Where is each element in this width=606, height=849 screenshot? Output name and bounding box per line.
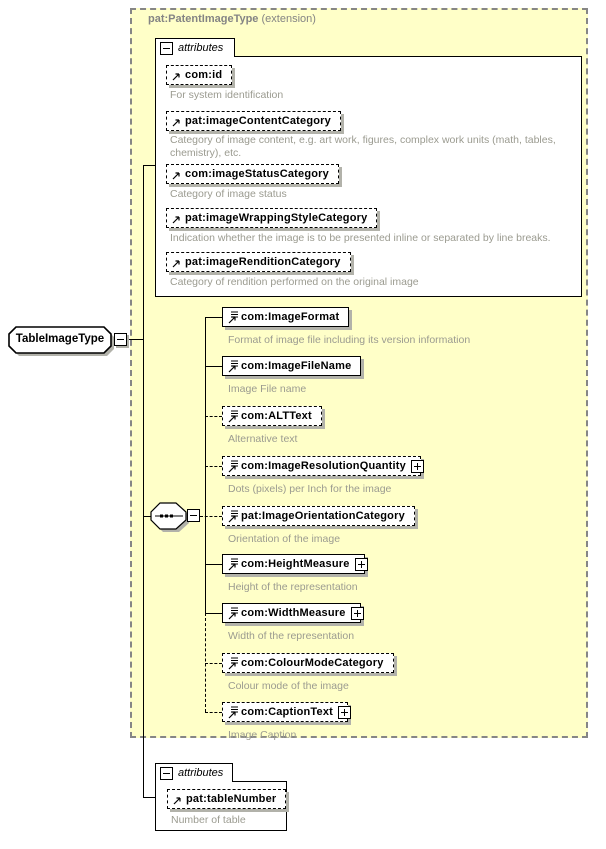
connector-line (205, 317, 222, 318)
attributes-group-tab-top: attributes (155, 38, 235, 57)
connector-line (205, 712, 222, 713)
ne-arrow-icon (172, 216, 180, 224)
collapse-minus-icon[interactable] (160, 766, 173, 780)
element-caption: Image Caption (228, 729, 297, 741)
element-node-caption-text[interactable]: com:CaptionText (222, 702, 352, 722)
connector-line (205, 466, 222, 467)
ne-arrow-icon (172, 73, 180, 81)
element-caption: Colour mode of the image (228, 680, 349, 692)
attribute-caption: Number of table (171, 814, 246, 826)
ne-arrow-icon (173, 797, 181, 805)
attribute-name: pat:imageContentCategory (185, 115, 331, 127)
connector-line (143, 165, 155, 166)
lines-arrow-icon (228, 657, 239, 670)
attribute-name: com:imageStatusCategory (185, 168, 329, 180)
element-caption: Orientation of the image (228, 533, 341, 545)
element-caption: Image File name (228, 383, 307, 395)
ne-arrow-icon (172, 119, 180, 127)
element-name: com:ImageFormat (241, 311, 340, 323)
connector-line (127, 339, 143, 340)
element-node-image-file-name[interactable]: com:ImageFileName (222, 356, 362, 376)
element-name: com:ALTText (241, 410, 312, 422)
attribute-node-table-number[interactable]: pat:tableNumber (167, 789, 287, 809)
expand-plus-icon[interactable] (350, 606, 364, 620)
expand-plus-icon[interactable] (354, 557, 368, 571)
lines-arrow-icon (228, 311, 239, 324)
attribute-caption: Category of image content, e.g. art work… (170, 134, 556, 159)
attribute-name: pat:tableNumber (186, 793, 277, 805)
attribute-caption: For system identification (170, 89, 284, 101)
attributes-group-label: attributes (178, 767, 224, 779)
element-node-image-format[interactable]: com:ImageFormat (222, 307, 350, 327)
attribute-node-image-content-category[interactable]: pat:imageContentCategory (166, 111, 341, 131)
ne-arrow-icon (172, 260, 180, 268)
connector-line (200, 516, 222, 517)
attribute-node-image-wrapping-style-category[interactable]: pat:imageWrappingStyleCategory (166, 208, 378, 228)
element-node-height-measure[interactable]: com:HeightMeasure (222, 554, 368, 574)
collapse-minus-icon[interactable] (114, 333, 127, 346)
element-node-image-resolution-quantity[interactable]: com:ImageResolutionQuantity (222, 456, 424, 476)
element-caption: Dots (pixels) per Inch for the image (228, 483, 392, 495)
lines-arrow-icon (228, 410, 239, 423)
attribute-name: pat:imageRenditionCategory (185, 256, 341, 268)
lines-arrow-icon (228, 558, 239, 571)
element-name: com:WidthMeasure (241, 607, 346, 619)
attributes-group-label: attributes (178, 42, 224, 54)
connector-line (143, 516, 152, 517)
attribute-node-image-rendition-category[interactable]: pat:imageRenditionCategory (166, 252, 351, 272)
attribute-caption: Category of image status (170, 188, 287, 200)
connector-line (205, 613, 206, 712)
connector-line (205, 317, 206, 613)
attribute-node-com-id[interactable]: com:id (166, 65, 233, 85)
panel-title: pat:PatentImageType (extension) (148, 13, 316, 25)
root-type-label: TableImageType (15, 333, 105, 345)
element-name: com:ImageResolutionQuantity (241, 460, 406, 472)
connector-line (143, 165, 144, 797)
collapse-minus-icon[interactable] (160, 41, 173, 55)
element-name: com:ImageFileName (241, 360, 352, 372)
connector-line (205, 613, 222, 614)
attribute-caption: Category of rendition performed on the o… (170, 276, 419, 288)
element-name: com:CaptionText (241, 706, 334, 718)
element-node-alt-text[interactable]: com:ALTText (222, 406, 322, 426)
lines-arrow-icon (228, 460, 239, 473)
panel-title-name: pat:PatentImageType (148, 13, 259, 25)
lines-arrow-icon (228, 607, 239, 620)
attribute-name: pat:imageWrappingStyleCategory (185, 212, 368, 224)
element-name: com:HeightMeasure (241, 558, 350, 570)
connector-line (205, 663, 222, 664)
element-node-colour-mode-category[interactable]: com:ColourModeCategory (222, 653, 394, 673)
element-name: com:ColourModeCategory (241, 657, 384, 669)
connector-line (205, 564, 222, 565)
connector-line (143, 797, 155, 798)
element-node-width-measure[interactable]: com:WidthMeasure (222, 603, 364, 623)
element-caption: Alternative text (228, 433, 298, 445)
collapse-minus-icon[interactable] (187, 509, 200, 522)
lines-arrow-icon (228, 360, 239, 373)
attribute-name: com:id (185, 69, 223, 81)
element-caption: Height of the representation (228, 581, 358, 593)
lines-arrow-icon (228, 510, 239, 523)
connector-line (205, 416, 222, 417)
element-caption: Format of image file including its versi… (228, 334, 471, 346)
attributes-group-tab-bottom: attributes (155, 763, 233, 782)
attribute-node-image-status-category[interactable]: com:imageStatusCategory (166, 164, 339, 184)
element-name: pat:ImageOrientationCategory (241, 510, 405, 522)
lines-arrow-icon (228, 706, 239, 719)
attribute-caption: Indication whether the image is to be pr… (170, 232, 551, 244)
panel-title-suffix: (extension) (261, 13, 316, 25)
element-node-image-orientation-category[interactable]: pat:ImageOrientationCategory (222, 506, 415, 526)
root-type-node[interactable] (8, 326, 116, 358)
sequence-indicator (150, 502, 189, 532)
element-caption: Width of the representation (228, 630, 355, 642)
expand-plus-icon[interactable] (410, 459, 424, 473)
connector-line (205, 366, 222, 367)
expand-plus-icon[interactable] (338, 705, 352, 719)
ne-arrow-icon (172, 172, 180, 180)
